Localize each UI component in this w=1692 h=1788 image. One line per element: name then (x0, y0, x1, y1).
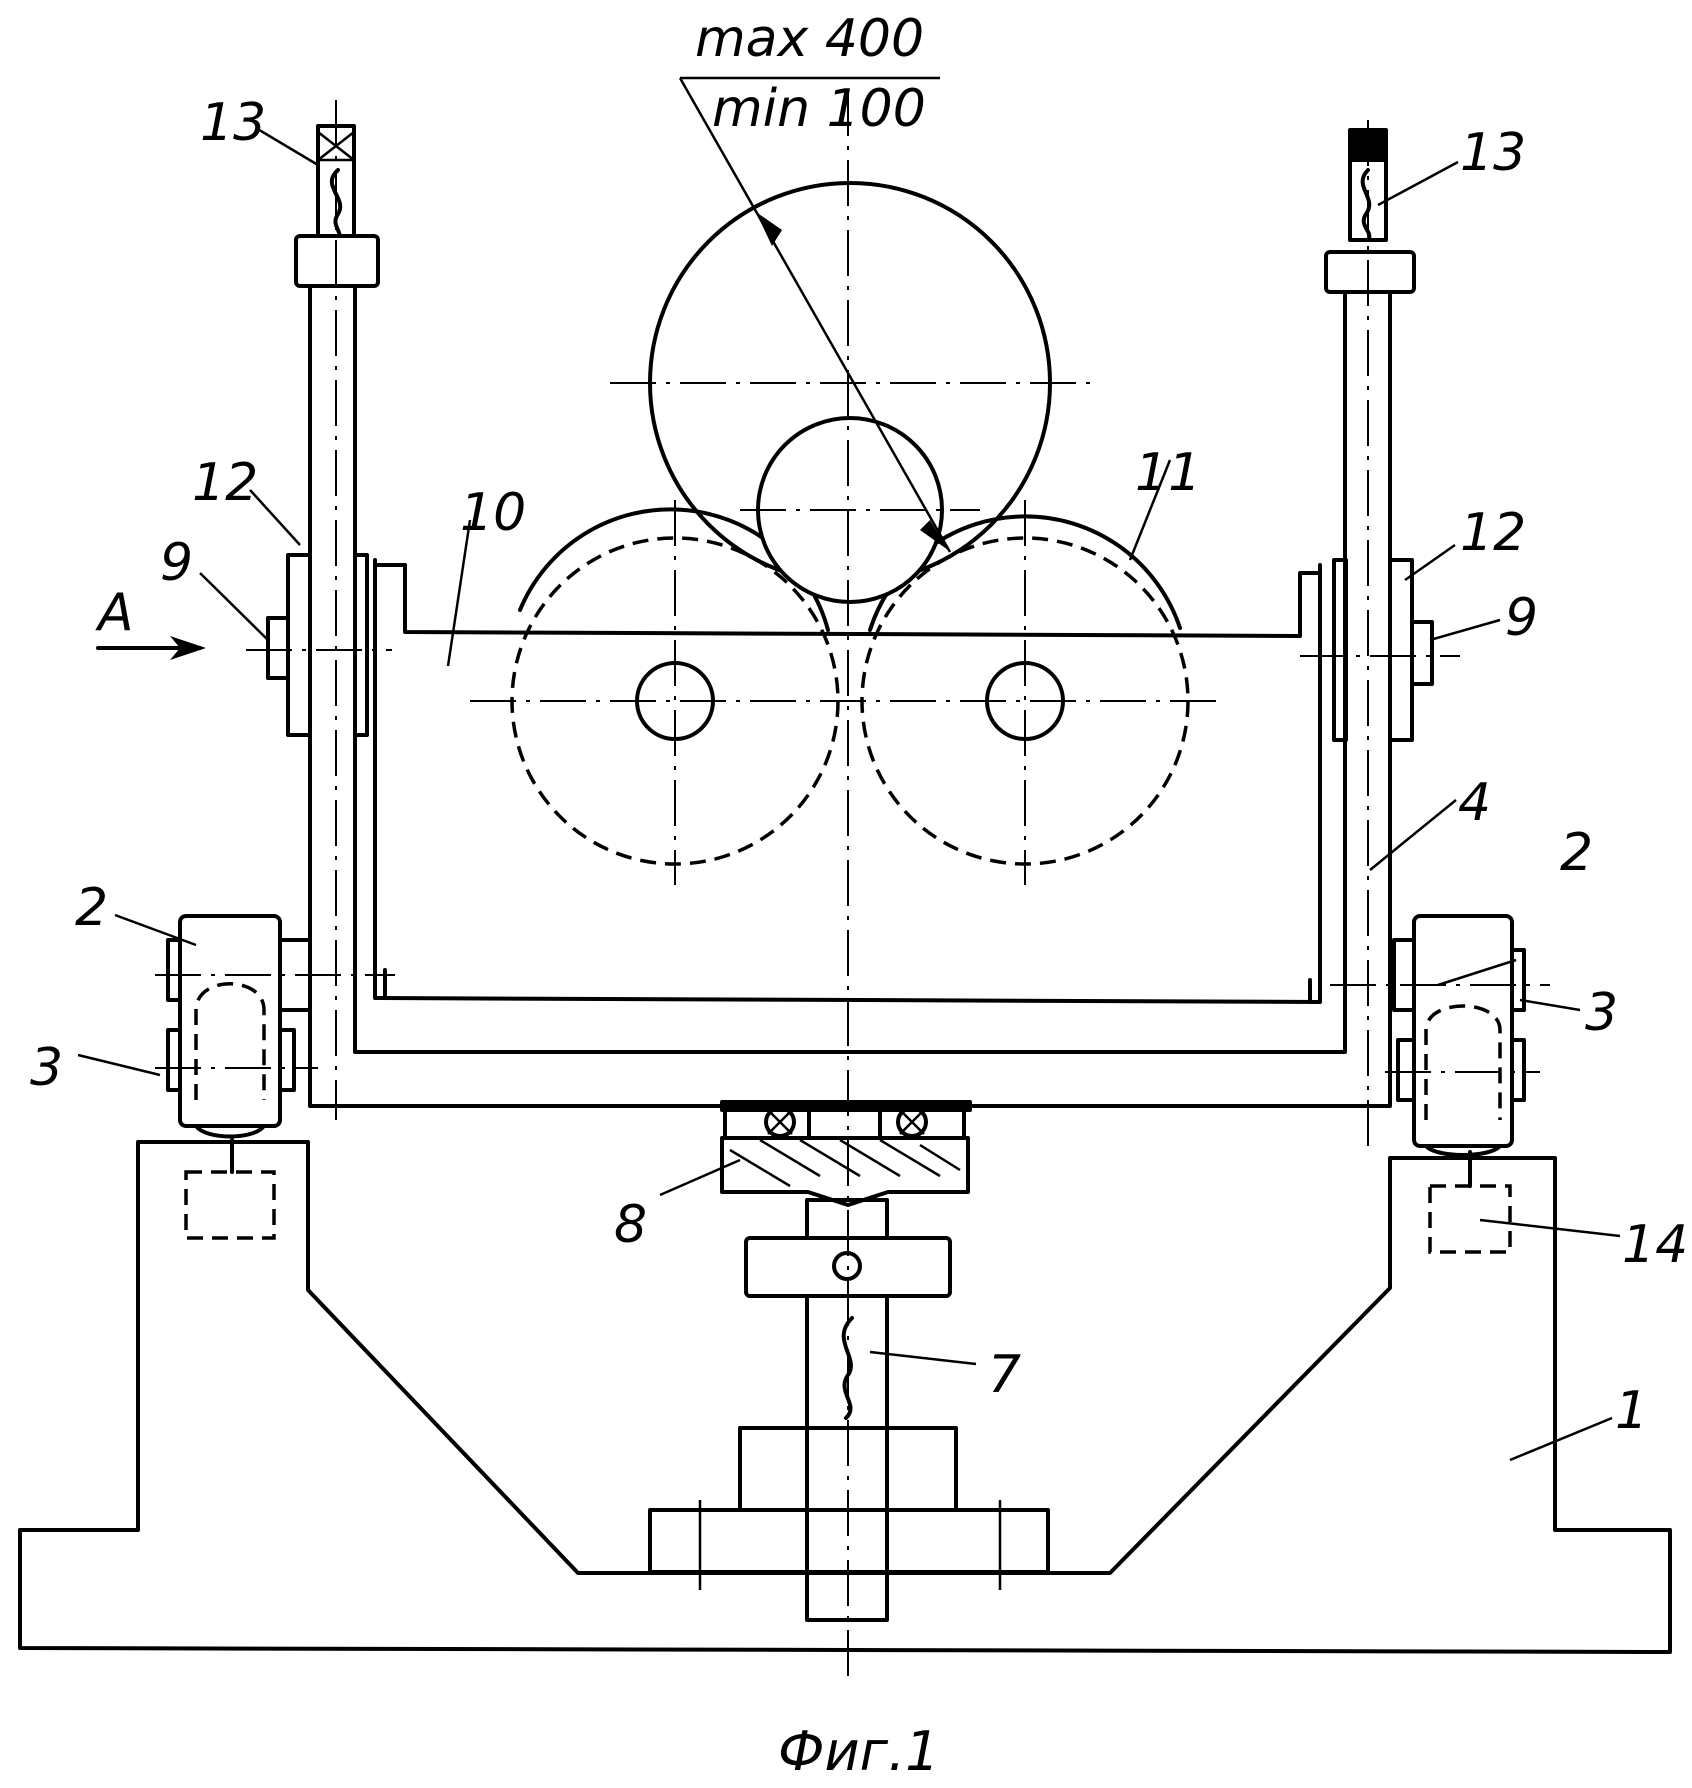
base-frame (20, 1142, 1670, 1652)
left-trunnion (268, 555, 367, 735)
label-3-left: 3 (30, 1038, 63, 1098)
workpiece-circles (650, 183, 1050, 602)
dimension-max: max 400 (695, 9, 924, 69)
right-column-13 (1326, 130, 1414, 292)
left-wheel-unit (168, 916, 310, 1238)
label-13-left: 13 (200, 93, 266, 153)
label-13-right: 13 (1460, 123, 1526, 183)
right-wheel-unit (1394, 916, 1524, 1252)
outer-u-frame (310, 280, 1390, 1106)
label-9-left: 9 (160, 533, 193, 593)
label-2-left: 2 (75, 878, 108, 938)
figure-caption: Фиг.1 (778, 1720, 939, 1783)
label-7: 7 (988, 1345, 1021, 1405)
label-12-left: 12 (192, 453, 258, 513)
bearing-assembly (722, 1102, 970, 1205)
label-8: 8 (614, 1195, 647, 1255)
label-2-right: 2 (1560, 823, 1593, 883)
label-1: 1 (1615, 1381, 1648, 1441)
label-4: 4 (1458, 773, 1491, 833)
view-arrow-a: A (95, 583, 206, 660)
center-lines (155, 90, 1550, 1680)
label-14: 14 (1622, 1215, 1688, 1275)
dimension-min: min 100 (712, 79, 926, 139)
label-12-right: 12 (1460, 503, 1526, 563)
label-9-right: 9 (1505, 588, 1538, 648)
label-11: 11 (1135, 443, 1201, 503)
right-trunnion (1334, 560, 1432, 740)
view-arrow-label: A (95, 583, 134, 643)
label-3-right: 3 (1585, 983, 1618, 1043)
label-10: 10 (460, 483, 526, 543)
